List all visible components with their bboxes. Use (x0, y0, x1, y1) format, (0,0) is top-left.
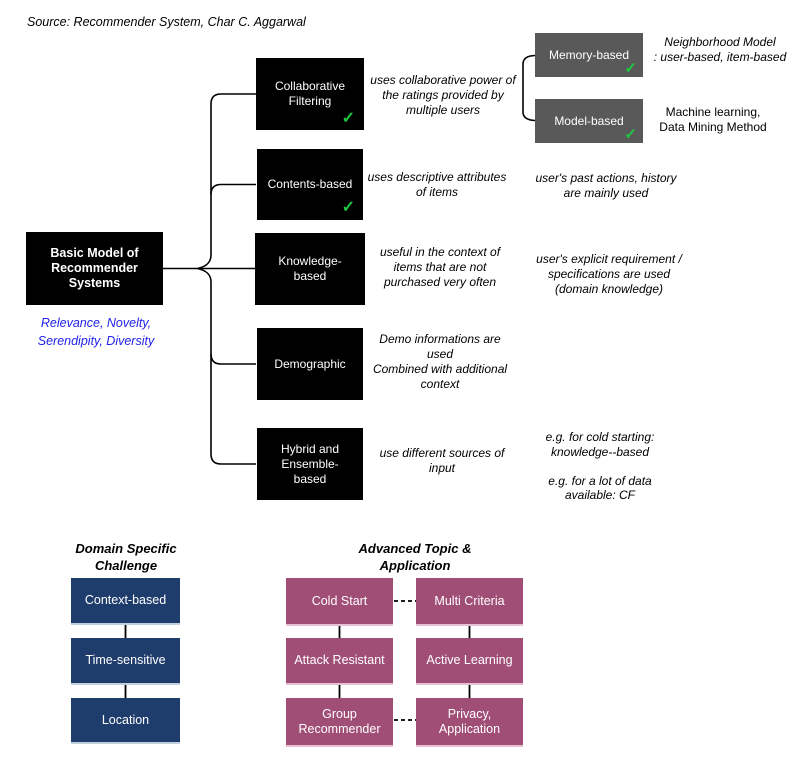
check-icon: ✓ (624, 126, 637, 143)
root-qualities-note: Relevance, Novelty, Serendipity, Diversi… (37, 316, 155, 348)
source-note: Source: Recommender System, Char C. Agga… (27, 15, 306, 29)
contents-based-description: uses descriptive attributes of items (367, 170, 507, 199)
node-contents-based: Contents-based ✓ (257, 149, 363, 220)
node-label: Collaborative Filtering (274, 79, 346, 108)
node-basic-model: Basic Model of Recommender Systems (26, 232, 163, 305)
node-group-recommender: Group Recommender (286, 698, 393, 745)
node-attack-resistant: Attack Resistant (286, 638, 393, 683)
contents-based-note: user's past actions, history are mainly … (535, 171, 677, 200)
node-collaborative-filtering: Collaborative Filtering ✓ (256, 58, 364, 130)
node-demographic: Demographic (257, 328, 363, 400)
check-icon: ✓ (341, 110, 355, 127)
node-hybrid-ensemble: Hybrid and Ensemble- based (257, 428, 363, 500)
node-knowledge-based: Knowledge- based (255, 233, 365, 305)
node-context-based: Context-based (71, 578, 180, 623)
node-location: Location (71, 698, 180, 742)
demographic-description: Demo informations are used Combined with… (372, 332, 508, 391)
knowledge-based-description: useful in the context of items that are … (379, 245, 501, 289)
node-time-sensitive: Time-sensitive (71, 638, 180, 683)
node-privacy-application: Privacy, Application (416, 698, 523, 745)
node-multi-criteria: Multi Criteria (416, 578, 523, 624)
hybrid-description: use different sources of input (379, 446, 505, 475)
hybrid-note: e.g. for cold starting: knowledge--based… (545, 430, 655, 502)
node-label: Memory-based (548, 47, 630, 62)
node-label: Contents-based (267, 177, 353, 191)
collaborative-filtering-description: uses collaborative power of the ratings … (370, 73, 516, 117)
check-icon: ✓ (341, 199, 355, 216)
domain-challenge-title: Domain Specific Challenge (75, 541, 177, 573)
node-memory-based: Memory-based ✓ (535, 33, 643, 77)
node-active-learning: Active Learning (416, 638, 523, 683)
node-model-based: Model-based ✓ (535, 99, 643, 143)
check-icon: ✓ (624, 60, 637, 77)
node-cold-start: Cold Start (286, 578, 393, 624)
node-label: Model-based (554, 113, 624, 128)
memory-based-note: Neighborhood Model : user-based, item-ba… (653, 35, 787, 64)
knowledge-based-note: user's explicit requirement / specificat… (536, 252, 682, 296)
model-based-note: Machine learning, Data Mining Method (659, 105, 767, 134)
advanced-topic-title: Advanced Topic & Application (358, 541, 472, 573)
